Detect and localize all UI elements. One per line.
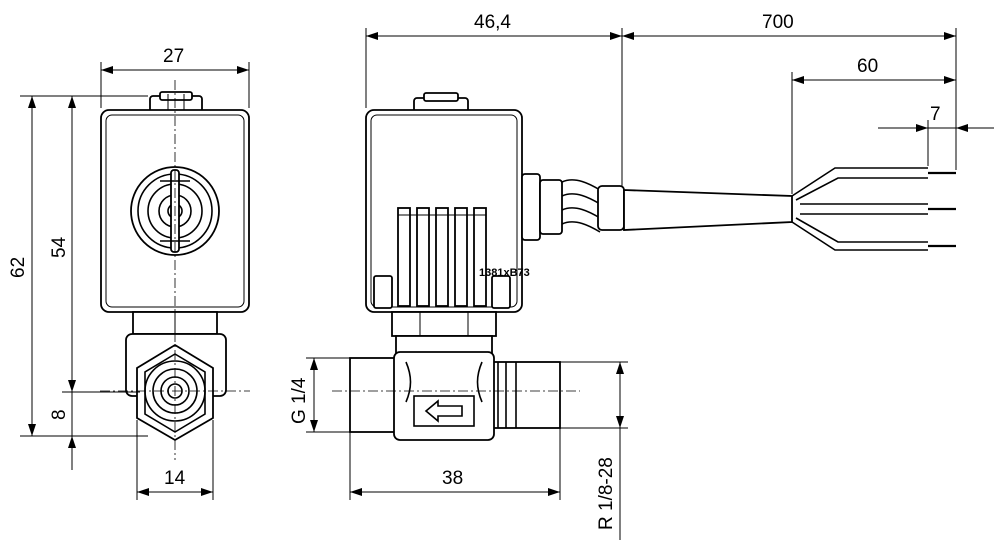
- dim-front-width: 27: [163, 46, 184, 67]
- center-lines: [100, 80, 580, 460]
- side-view: 1381xB73: [349, 92, 956, 441]
- cable-gland: [521, 173, 625, 241]
- dim-front-height-coil: 54: [49, 236, 70, 258]
- dim-side-body-length: 46,4: [474, 12, 511, 33]
- dim-wire-strip-length: 60: [857, 56, 878, 77]
- coil-top-connector: [149, 91, 203, 113]
- valve-body: [349, 351, 561, 441]
- coil-marking: 1381xB73: [479, 267, 530, 279]
- cooling-fins: [397, 207, 487, 307]
- flow-arrow-icon: [424, 399, 463, 423]
- dim-thread-outlet: R 1/8-28: [596, 457, 617, 530]
- dim-cable-length: 700: [762, 12, 794, 33]
- dim-port-length: 38: [442, 468, 463, 489]
- cable: [623, 167, 956, 251]
- dimension-labels: 27 62 54 8 14 46,4 700 60 7 G 1/4 38 R 1…: [8, 12, 941, 530]
- dim-front-height-total: 62: [8, 257, 29, 278]
- dimension-lines: [20, 28, 994, 540]
- dim-thread-inlet: G 1/4: [289, 377, 310, 424]
- dim-front-port-offset: 8: [49, 409, 70, 420]
- dim-wire-end-length: 7: [930, 104, 941, 125]
- dim-front-hex-width: 14: [164, 468, 186, 489]
